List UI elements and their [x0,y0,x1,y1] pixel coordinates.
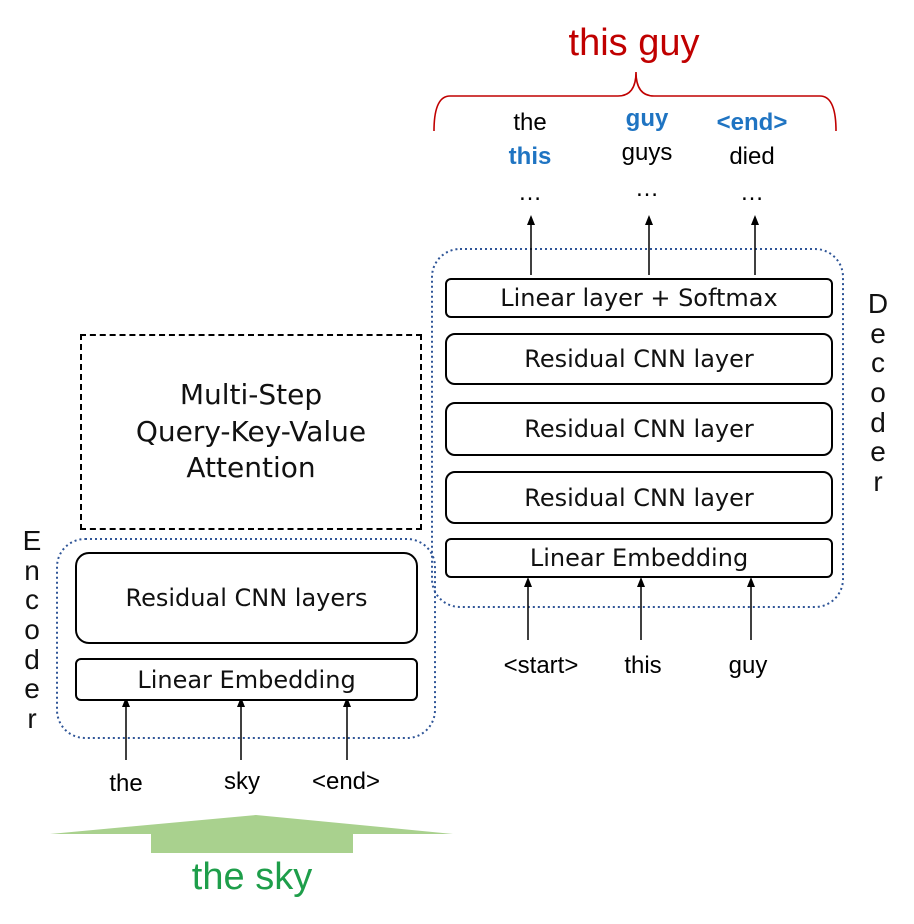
decoder-cnn-label-3: Residual CNN layer [524,483,754,512]
decoder-cnn-layer-2: Residual CNN layer [445,402,833,456]
side-label-letter: d [24,643,40,675]
decoder-cnn-layer-1: Residual CNN layer [445,333,833,385]
output-ellipsis: … [518,179,542,206]
side-label-letter: c [25,584,39,616]
attention-line-3: Attention [186,451,316,485]
side-label-letter: D [867,288,889,319]
attention-line-1: Multi-Step [179,378,323,412]
side-label-letter: e [870,436,886,468]
side-label-letter: E [22,525,42,556]
decoder-input-token: this [624,652,662,679]
output-candidate-selected: guy [625,105,669,132]
side-label-letter: r [873,466,883,498]
encoder-embedding-label: Linear Embedding [137,665,356,694]
side-label-letter: c [871,347,885,379]
output-candidate-selected: <end> [716,109,788,136]
output-candidate-selected: this [508,143,552,170]
encoder-container [56,538,436,739]
output-ellipsis: … [740,179,764,206]
attention-line-2: Query-Key-Value [135,414,367,448]
encoder-cnn-label: Residual CNN layers [125,584,368,612]
side-label-letter: n [24,554,40,586]
encoder-input-token: <end> [311,768,381,795]
decoder-cnn-label-2: Residual CNN layer [524,415,754,443]
encoder-cnn-layers: Residual CNN layers [75,552,418,644]
encoder-phrase: the sky [191,856,313,898]
encoder-input-token: the [109,770,143,797]
side-label-letter: o [24,614,40,646]
output-brace [433,71,837,132]
decoder-cnn-label-1: Residual CNN layer [524,345,754,373]
encoder-phrase-arrow [50,815,453,853]
output-ellipsis: … [635,175,659,202]
output-candidate: guys [621,139,673,166]
output-candidate: the [513,109,547,136]
decoder-embedding-label: Linear Embedding [529,544,749,572]
output-candidate: died [729,143,775,170]
side-label-letter: r [27,703,37,735]
decoder-input-token: guy [728,652,768,679]
attention-box: Multi-Step Query-Key-Value Attention [80,334,422,530]
decoder-linear-embedding: Linear Embedding [445,538,833,578]
side-label-letter: o [870,377,886,409]
side-label-letter: e [870,317,886,349]
side-label-letter: e [24,673,40,705]
decoder-input-token: <start> [503,652,579,679]
decoder-cnn-layer-3: Residual CNN layer [445,471,833,524]
side-label-letter: d [870,406,886,438]
encoder-input-token: sky [224,768,260,795]
encoder-linear-embedding: Linear Embedding [75,658,418,701]
decoder-softmax-label: Linear layer + Softmax [500,284,778,312]
decoder-result: this guy [568,22,700,64]
decoder-softmax-layer: Linear layer + Softmax [445,278,833,318]
